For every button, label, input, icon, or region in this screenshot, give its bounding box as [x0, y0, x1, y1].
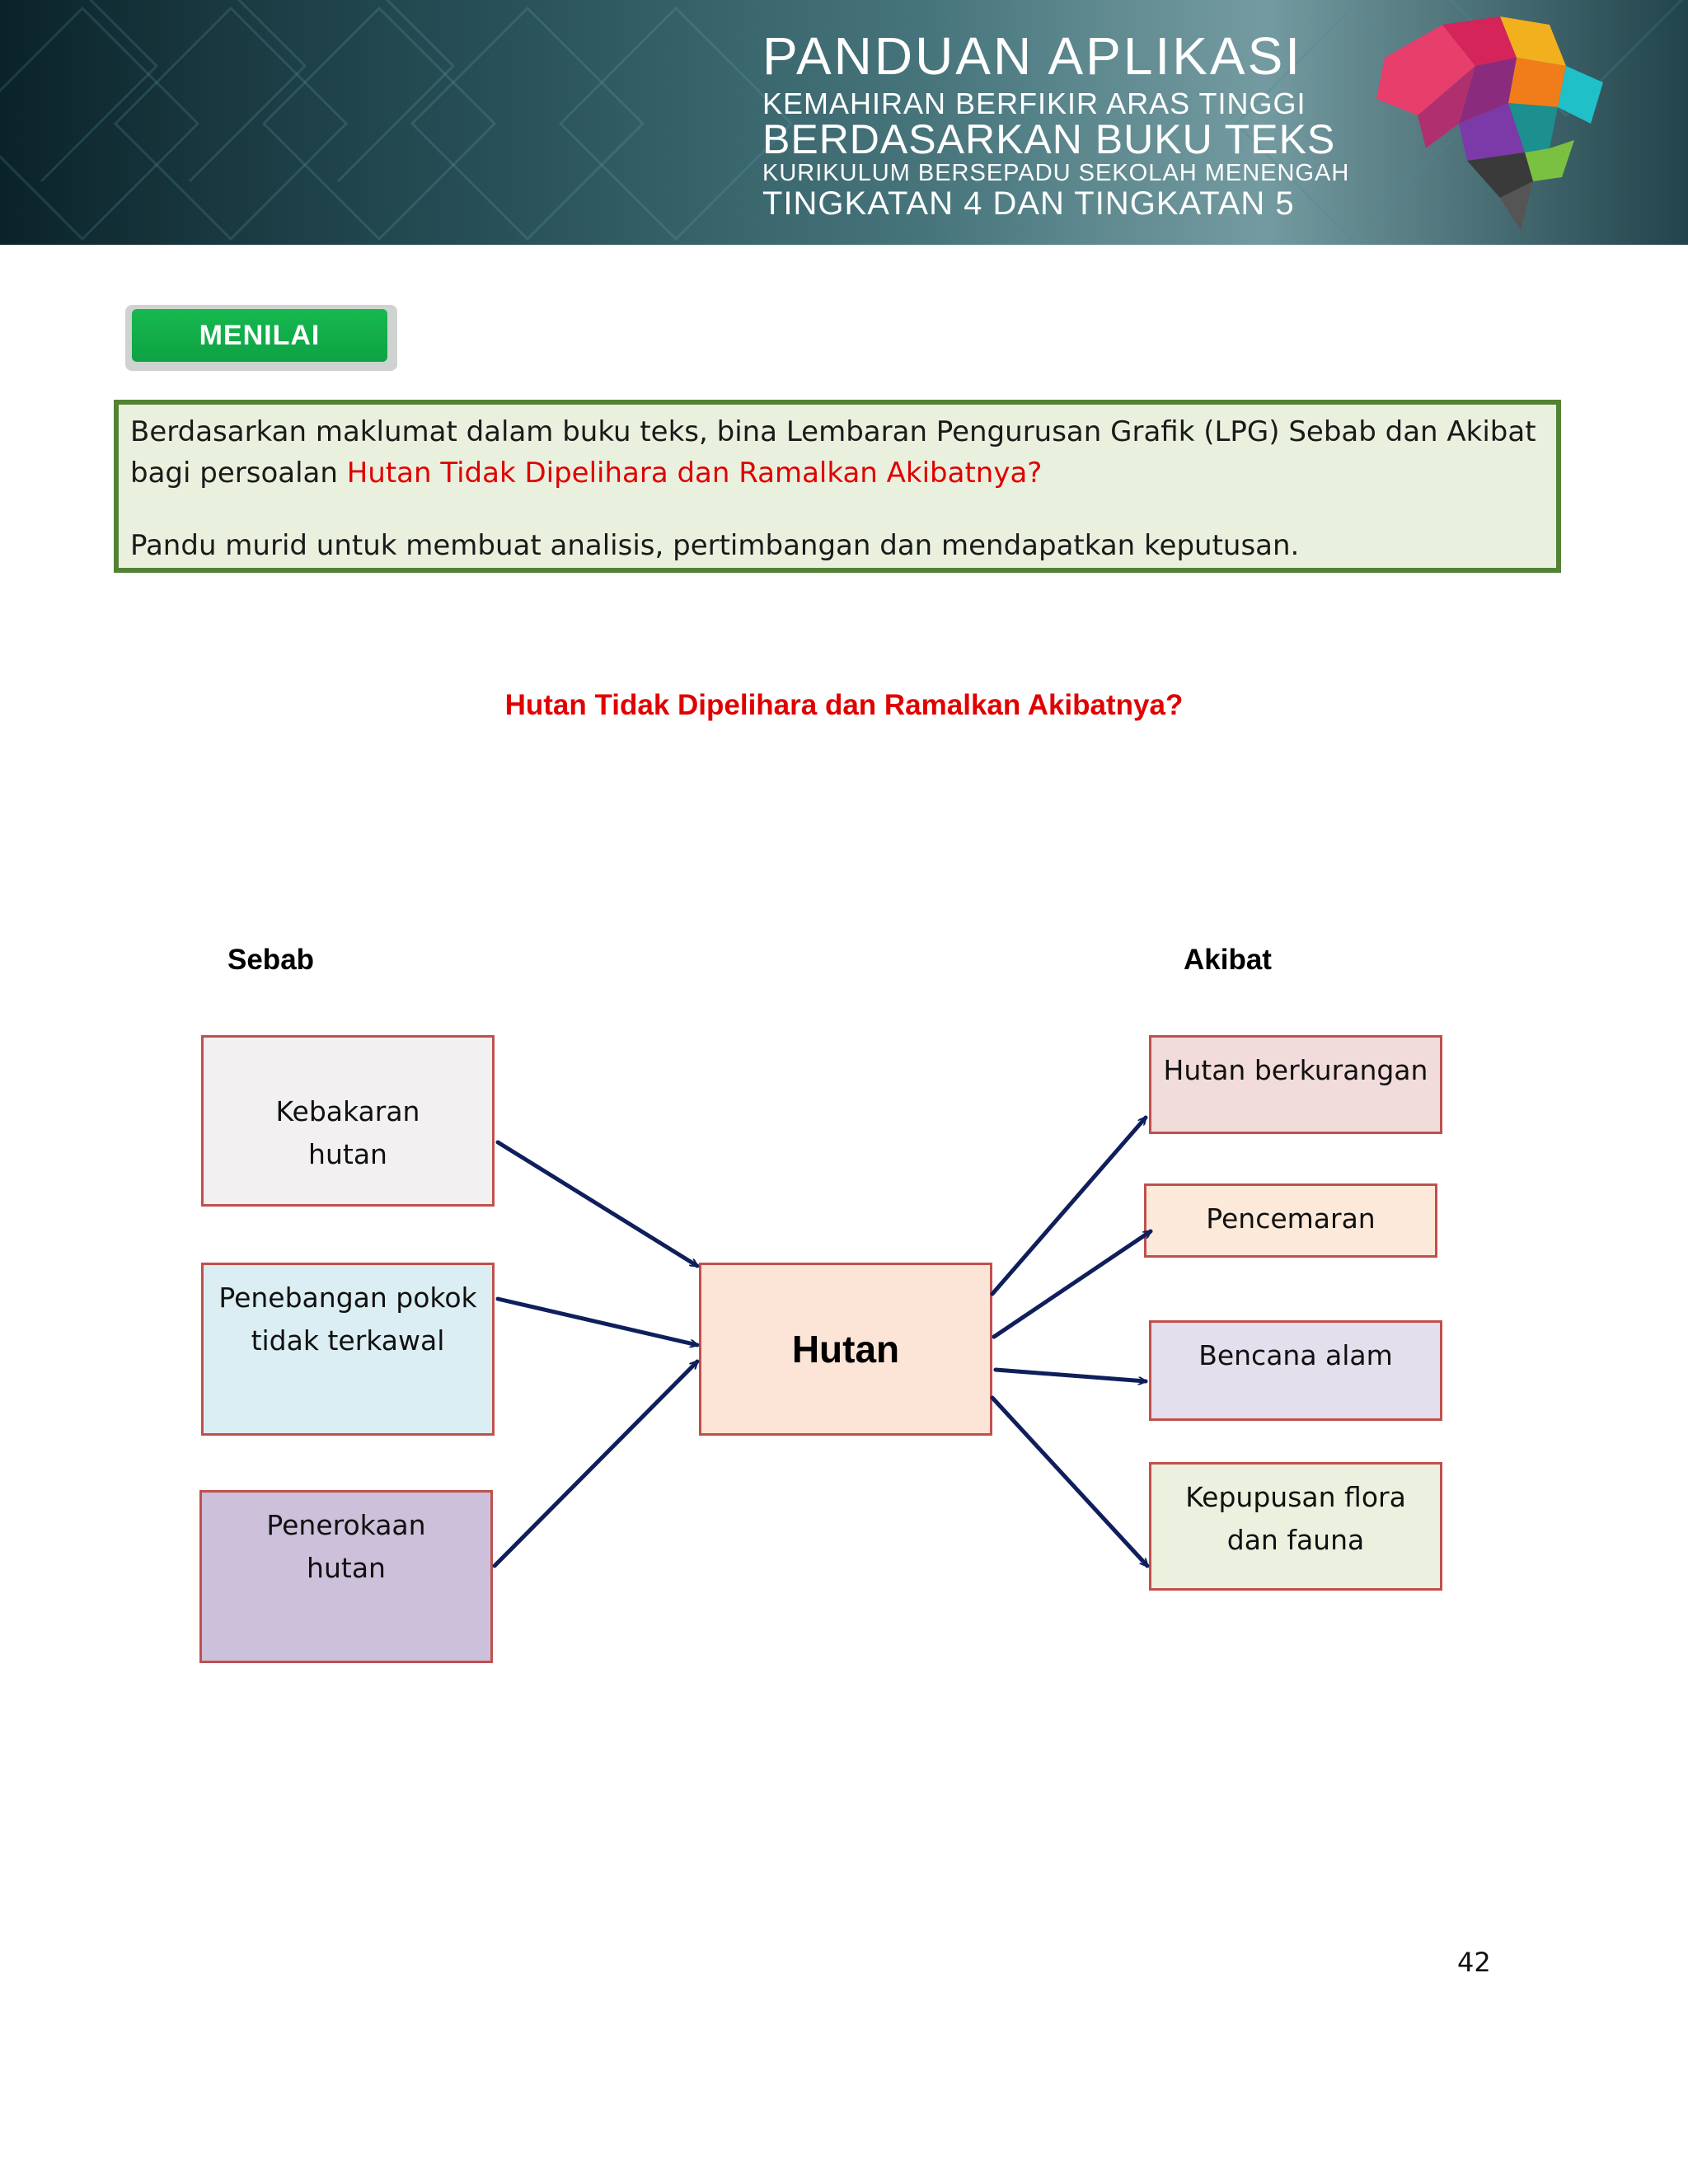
diagram-title: Hutan Tidak Dipelihara dan Ramalkan Akib… — [504, 689, 1184, 721]
header-banner: PANDUAN APLIKASI KEMAHIRAN BERFIKIR ARAS… — [0, 0, 1688, 245]
banner-line-4: KURIKULUM BERSEPADU SEKOLAH MENENGAH — [762, 160, 1350, 186]
cause-3-line-1: Penerokaan — [266, 1509, 426, 1541]
effect-2-line-1: Pencemaran — [1206, 1202, 1376, 1235]
effect-box-4: Kepupusan flora dan fauna — [1149, 1462, 1442, 1591]
cause-box-1: Kebakaran hutan — [201, 1035, 495, 1207]
effect-column-label: Akibat — [1184, 944, 1272, 976]
instruction-box: Berdasarkan maklumat dalam buku teks, bi… — [114, 400, 1561, 573]
effect-box-3: Bencana alam — [1149, 1320, 1442, 1421]
brain-logo — [1376, 16, 1603, 231]
cause-1-line-1: Kebakaran — [275, 1095, 420, 1127]
cause-1-line-2: hutan — [308, 1138, 387, 1170]
arrow-cause-3 — [492, 1359, 700, 1568]
arrow-cause-2 — [495, 1296, 700, 1345]
cause-2-line-2: tidak terkawal — [251, 1324, 445, 1357]
section-label-menilai: MENILAI — [132, 309, 387, 362]
effect-3-line-1: Bencana alam — [1198, 1339, 1393, 1371]
page-number: 42 — [1457, 1947, 1491, 1978]
effect-4-line-1: Kepupusan flora — [1185, 1481, 1406, 1513]
banner-line-1: PANDUAN APLIKASI — [762, 26, 1303, 86]
cause-column-label: Sebab — [227, 944, 315, 976]
arrow-effect-3 — [993, 1367, 1148, 1381]
instruction-paragraph-2: Pandu murid untuk membuat analisis, pert… — [130, 529, 1300, 562]
cause-box-3: Penerokaan hutan — [199, 1490, 493, 1663]
effect-4-line-2: dan fauna — [1226, 1524, 1365, 1556]
cause-2-line-1: Penebangan pokok — [218, 1282, 477, 1314]
banner-line-2: KEMAHIRAN BERFIKIR ARAS TINGGI — [762, 87, 1306, 120]
banner-line-3: BERDASARKAN BUKU TEKS — [762, 116, 1336, 162]
section-label-container: MENILAI — [125, 305, 397, 371]
arrow-cause-1 — [495, 1140, 697, 1268]
arrow-effect-1 — [990, 1115, 1148, 1296]
banner-pattern — [0, 0, 1688, 245]
instruction-text: Berdasarkan maklumat dalam buku teks, bi… — [130, 415, 1536, 490]
cause-3-line-2: hutan — [307, 1552, 386, 1584]
cause-box-2: Penebangan pokok tidak terkawal — [201, 1263, 495, 1436]
instruction-paragraph-1: Berdasarkan maklumat dalam buku teks, bi… — [130, 411, 1545, 494]
instruction-question: Hutan Tidak Dipelihara dan Ramalkan Akib… — [346, 457, 1043, 490]
effect-1-line-1: Hutan berkurangan — [1163, 1054, 1428, 1086]
arrow-effect-2 — [992, 1229, 1151, 1339]
effect-box-1: Hutan berkurangan — [1149, 1035, 1442, 1134]
effect-box-2: Pencemaran — [1144, 1183, 1437, 1258]
center-box: Hutan — [699, 1263, 992, 1436]
banner-title: PANDUAN APLIKASI KEMAHIRAN BERFIKIR ARAS… — [762, 30, 1349, 220]
arrow-effect-4 — [990, 1395, 1150, 1568]
banner-line-5: TINGKATAN 4 DAN TINGKATAN 5 — [762, 185, 1295, 222]
